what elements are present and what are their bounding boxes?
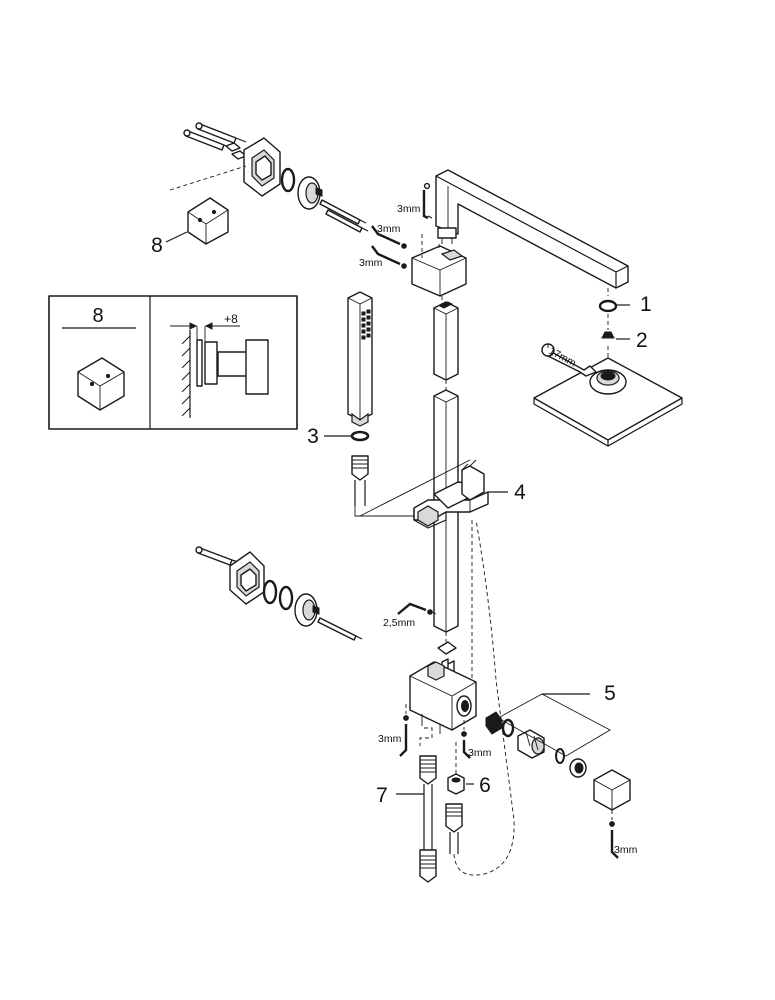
bottom-wall-flange: [229, 551, 265, 605]
hand-shower: [347, 291, 373, 427]
top-hex-keys: [371, 190, 433, 269]
inset-offset-label: +8: [224, 312, 238, 326]
callout-6: 6: [479, 774, 491, 797]
overhead-shower-head: [533, 357, 683, 447]
callout-2: 2: [636, 329, 648, 352]
dim-hex-bottom-right: 3mm: [614, 844, 638, 856]
cover-plate-8: [165, 165, 247, 245]
callout-1: 1: [640, 293, 652, 316]
callout-4: 4: [514, 481, 526, 504]
dim-hex-top-2: 3mm: [377, 223, 401, 235]
dim-hex-top-3: 3mm: [359, 257, 383, 269]
ring-seal-1: [598, 299, 618, 313]
slider-hex-key: [397, 602, 437, 615]
dim-hex-top-1: 3mm: [397, 203, 421, 215]
overhead-shower-assembly: [533, 288, 683, 447]
shower-arm: [423, 169, 629, 289]
inset-wall-section: [170, 322, 269, 418]
outlet-parts-5: [485, 693, 611, 778]
top-long-screw: [319, 199, 369, 233]
hand-shower-seal-3: [350, 430, 370, 442]
bottom-mounting-disc: [294, 593, 320, 627]
flow-restrictor-2: [601, 331, 615, 339]
wrench-17mm: [541, 343, 597, 377]
dim-hex-bottom-left: 3mm: [378, 733, 402, 745]
hand-shower-hose-bottom: [445, 519, 515, 876]
inset-cover-plate: [77, 357, 125, 411]
top-mounting-disc: [297, 176, 323, 210]
bottom-wall-bracket-assembly: [195, 546, 363, 641]
top-o-ring: [280, 167, 296, 193]
riser-top-connector: [411, 234, 467, 297]
top-wall-flange: [243, 137, 281, 197]
hand-shower-hose-top: [351, 455, 436, 517]
hose-nipple-6: [447, 742, 465, 795]
bottom-o-ring: [262, 579, 278, 605]
callout-3: 3: [307, 425, 319, 448]
connection-hose-7: [396, 727, 437, 883]
outlet-end-cap: [593, 769, 631, 859]
bottom-o-ring-2: [278, 585, 294, 611]
bottom-long-screw: [317, 617, 363, 641]
top-wall-bracket-assembly: [183, 122, 369, 233]
outlet-cartridge: [517, 729, 545, 759]
outlet-nut: [569, 758, 587, 778]
riser-upper-pipe: [433, 296, 459, 381]
inset-part-number: 8: [92, 305, 103, 327]
detail-inset: 8 +8: [48, 295, 298, 430]
dim-wrench: 17mm: [547, 345, 579, 369]
dim-hex-bottom-mid: 3mm: [468, 747, 492, 759]
callout-7: 7: [376, 784, 388, 807]
top-wall-plugs: [225, 142, 247, 160]
dim-hex-slider: 2,5mm: [383, 617, 415, 629]
slider-holder-4: [413, 459, 489, 529]
diverter-body: [409, 661, 477, 734]
callout-8: 8: [151, 234, 163, 257]
bottom-hex-keys: [399, 704, 471, 759]
callout-5: 5: [604, 682, 616, 705]
bottom-screw: [195, 546, 239, 566]
